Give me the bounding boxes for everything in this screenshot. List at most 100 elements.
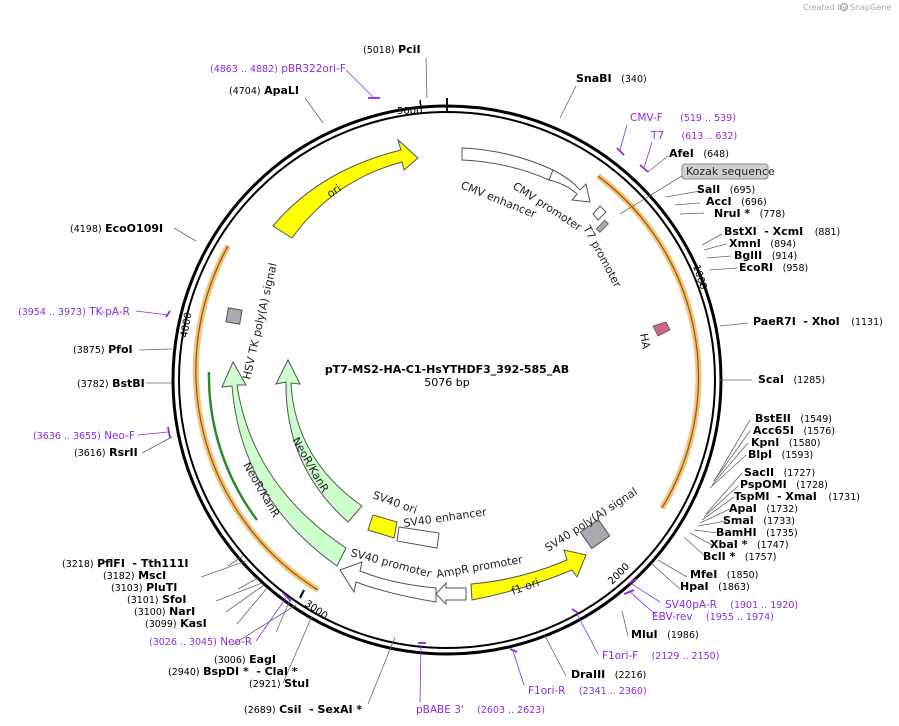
feature-neor-inner bbox=[275, 358, 363, 523]
feature-sv40-enhancer bbox=[396, 526, 440, 549]
site-paer7i[interactable]: PaeR7I bbox=[753, 315, 796, 328]
site-sali[interactable]: SalI bbox=[697, 183, 720, 196]
site-ecori[interactable]: EcoRI bbox=[739, 261, 773, 274]
site-kpni[interactable]: KpnI bbox=[751, 436, 779, 449]
site-acc65i[interactable]: Acc65I bbox=[753, 424, 794, 437]
kozak-label: Kozak sequence bbox=[686, 165, 775, 178]
site-pluti[interactable]: PluTI bbox=[146, 581, 177, 594]
feature-ha-arrow bbox=[652, 321, 671, 337]
orf-arc-green bbox=[207, 371, 259, 521]
svg-text:(3100) NarI: (3100) NarI bbox=[134, 605, 195, 618]
svg-text:(3616) RsrII: (3616) RsrII bbox=[74, 446, 138, 459]
site-mfei[interactable]: MfeI bbox=[690, 568, 717, 581]
site-xmni[interactable]: XmnI bbox=[729, 237, 761, 250]
primer-f1ori-r[interactable]: F1ori-R bbox=[528, 685, 565, 697]
primer-t7[interactable]: T7 bbox=[650, 130, 664, 142]
primer-pbr322ori-f[interactable]: pBR322ori-F bbox=[281, 63, 346, 75]
site-nrui[interactable]: NruI * bbox=[714, 207, 750, 220]
tick-1000: 1000 bbox=[690, 264, 708, 292]
site-xmai[interactable]: - XmaI bbox=[777, 490, 817, 503]
site-apai[interactable]: ApaI bbox=[729, 502, 757, 515]
svg-text:(3636 .. 3655) Neo-F: (3636 .. 3655) Neo-F bbox=[33, 430, 135, 442]
kozak-sequence-tag: Kozak sequence bbox=[619, 163, 775, 215]
tick-3000: 3000 bbox=[302, 598, 329, 622]
svg-text:(2940) BspDI * - ClaI *: (2940) BspDI * - ClaI * bbox=[168, 665, 298, 678]
svg-text:(3006) EagI: (3006) EagI bbox=[214, 653, 276, 666]
site-nari[interactable]: NarI bbox=[169, 605, 195, 618]
svg-text:(4863 .. 4882) pBR322ori-F: (4863 .. 4882) pBR322ori-F bbox=[210, 63, 346, 75]
site-pflfi[interactable]: PflFI bbox=[97, 557, 125, 570]
primer-ebv-rev[interactable]: EBV-rev bbox=[652, 611, 693, 623]
tick-4000: 4000 bbox=[179, 312, 194, 339]
site-acci[interactable]: AccI bbox=[706, 195, 732, 208]
svg-text:AccI (696): AccI (696) bbox=[706, 195, 767, 208]
site-bstbi[interactable]: BstBI bbox=[112, 377, 145, 390]
primer-marks bbox=[165, 97, 649, 653]
svg-text:(3182) MscI: (3182) MscI bbox=[103, 569, 166, 582]
plasmid-size: 5076 bp bbox=[424, 376, 469, 389]
site-tspmi[interactable]: TspMI bbox=[734, 490, 770, 503]
site-xbai[interactable]: XbaI * bbox=[710, 538, 748, 551]
site-sfoi[interactable]: SfoI bbox=[162, 593, 186, 606]
site-hpai[interactable]: HpaI bbox=[680, 580, 709, 593]
svg-text:PspOMI (1728): PspOMI (1728) bbox=[740, 478, 828, 491]
primer-pbabe-3[interactable]: pBABE 3' bbox=[416, 704, 464, 716]
svg-text:BlpI (1593): BlpI (1593) bbox=[748, 448, 813, 461]
site-xcmi[interactable]: - XcmI bbox=[764, 225, 803, 238]
primer-cmv-f[interactable]: CMV-F bbox=[630, 112, 663, 124]
site-msci[interactable]: MscI bbox=[138, 569, 166, 582]
svg-text:(5018) PciI: (5018) PciI bbox=[363, 43, 421, 56]
svg-text:BclI * (1757): BclI * (1757) bbox=[703, 550, 776, 563]
site-kasi[interactable]: KasI bbox=[180, 617, 207, 630]
site-bcli[interactable]: BclI * bbox=[703, 550, 736, 563]
site-rsrii[interactable]: RsrII bbox=[109, 446, 138, 459]
svg-text:F1ori-R (2341 .. 2360): F1ori-R (2341 .. 2360) bbox=[528, 685, 647, 697]
site-apali[interactable]: ApaLI bbox=[264, 84, 299, 97]
svg-text:(3954 .. 3973) TK-pA-R: (3954 .. 3973) TK-pA-R bbox=[18, 306, 130, 318]
site-draiii[interactable]: DraIII bbox=[571, 668, 605, 681]
primer-f1ori-f[interactable]: F1ori-F bbox=[602, 650, 638, 662]
site-clai[interactable]: - ClaI * bbox=[256, 665, 298, 678]
feature-ha-label: HA bbox=[637, 332, 653, 350]
site-bspdi[interactable]: BspDI * bbox=[203, 665, 249, 678]
site-smai[interactable]: SmaI bbox=[723, 514, 754, 527]
site-xhoi[interactable]: - XhoI bbox=[803, 315, 839, 328]
site-sacii[interactable]: SacII bbox=[744, 466, 774, 479]
snapgene-logo-icon bbox=[839, 2, 849, 12]
svg-text:(3099) KasI: (3099) KasI bbox=[145, 617, 207, 630]
svg-text:PaeR7I - XhoI (1131): PaeR7I - XhoI (1131) bbox=[753, 315, 883, 328]
site-bglii[interactable]: BglII bbox=[734, 249, 762, 262]
site-afei[interactable]: AfeI bbox=[669, 147, 694, 160]
site-pspomi[interactable]: PspOMI bbox=[740, 478, 787, 491]
site-eagi[interactable]: EagI bbox=[249, 653, 276, 666]
site-sexai[interactable]: - SexAI * bbox=[309, 703, 362, 716]
site-bamhi[interactable]: BamHI bbox=[716, 526, 757, 539]
site-scai[interactable]: ScaI bbox=[758, 373, 784, 386]
primer-tk-pa-r[interactable]: TK-pA-R bbox=[88, 306, 130, 318]
orf-arc-left bbox=[192, 244, 320, 593]
primer-sv40pa-r[interactable]: SV40pA-R bbox=[665, 599, 717, 611]
svg-text:CMV-F (519 .. 539): CMV-F (519 .. 539) bbox=[630, 112, 736, 124]
svg-text:(3101) SfoI: (3101) SfoI bbox=[127, 593, 186, 606]
site-stui[interactable]: StuI bbox=[284, 677, 309, 690]
svg-text:Created by: Created by bbox=[803, 3, 847, 12]
feature-f1-ori-arrow bbox=[470, 549, 587, 601]
site-snabi[interactable]: SnaBI bbox=[576, 72, 612, 85]
site-blpi[interactable]: BlpI bbox=[748, 448, 772, 461]
feature-sv40-ori bbox=[367, 514, 398, 539]
site-pfoi[interactable]: PfoI bbox=[108, 343, 133, 356]
primer-leaders bbox=[135, 69, 661, 703]
site-mlui[interactable]: MluI bbox=[631, 628, 658, 641]
svg-text:DraIII (2216): DraIII (2216) bbox=[571, 668, 646, 681]
svg-text:(3026 .. 3045) Neo-R: (3026 .. 3045) Neo-R bbox=[149, 636, 252, 648]
site-bsteii[interactable]: BstEII bbox=[755, 412, 791, 425]
svg-text:AfeI (648): AfeI (648) bbox=[669, 147, 729, 160]
site-ecoo109i[interactable]: EcoO109I bbox=[105, 222, 163, 235]
site-pcii[interactable]: PciI bbox=[398, 43, 420, 56]
site-csii[interactable]: CsiI bbox=[279, 703, 301, 716]
site-bstxi[interactable]: BstXI bbox=[724, 225, 757, 238]
site-tth111i[interactable]: - Tth111I bbox=[132, 557, 188, 570]
primer-neo-f[interactable]: Neo-F bbox=[104, 430, 135, 442]
primer-neo-r[interactable]: Neo-R bbox=[220, 636, 252, 648]
